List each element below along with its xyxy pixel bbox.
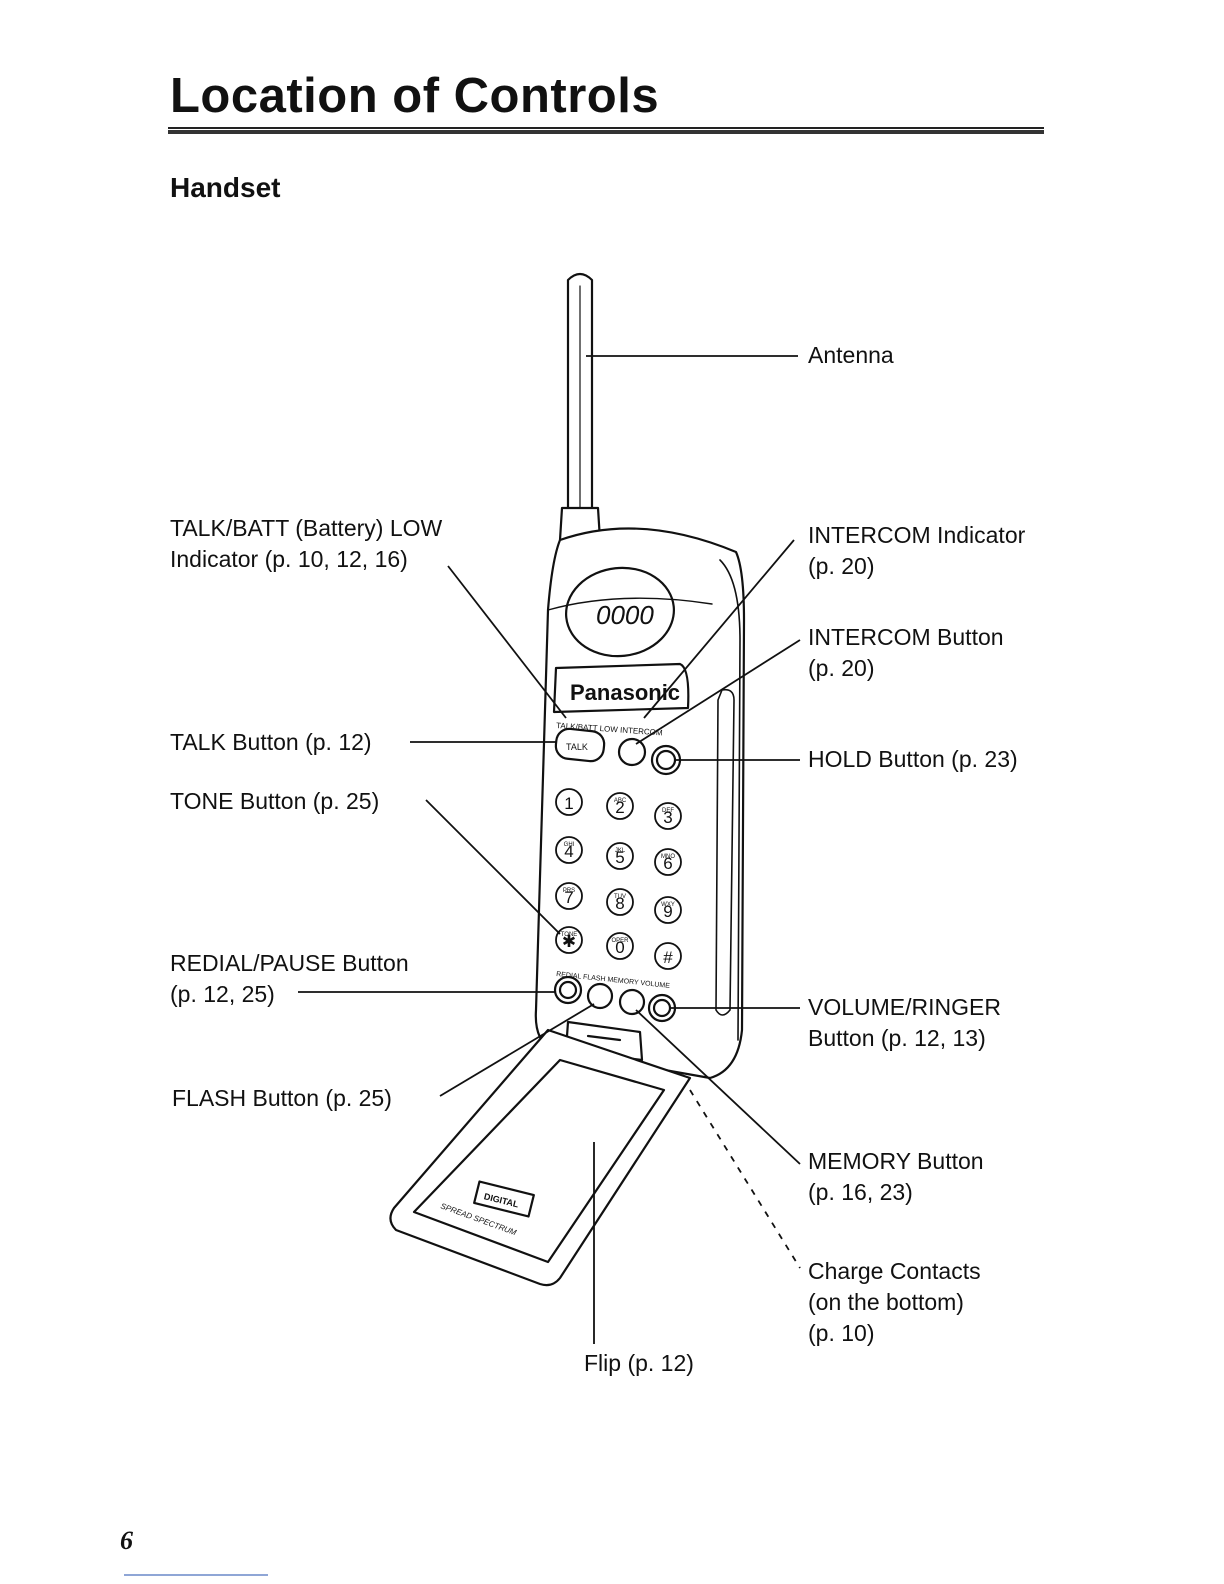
leader-talk-batt [447,565,567,719]
leader-flash-button [439,1003,595,1097]
callout-redial-pause-button: REDIAL/PAUSE Button (p. 12, 25) [170,948,409,1010]
keypad-key-9: 9 [663,902,672,921]
callout-line: VOLUME/RINGER [808,994,1001,1020]
callout-volume-ringer-button: VOLUME/RINGER Button (p. 12, 13) [808,992,1001,1054]
callout-antenna-label: Antenna [808,342,894,368]
callout-line: INTERCOM Indicator [808,522,1026,548]
leader-tone-button [425,799,561,935]
callout-tone-button: TONE Button (p. 25) [170,786,379,817]
keypad-key-letters-2: ABC [614,798,627,804]
keypad-key-letters-9: WXY [661,902,675,908]
title-rule [168,127,1044,134]
callout-charge-contacts: Charge Contacts (on the bottom) (p. 10) [808,1256,981,1349]
callout-line: (p. 16, 23) [808,1179,913,1205]
leader-charge-contacts [689,1089,801,1269]
callout-line: TALK Button (p. 12) [170,729,372,755]
keypad-key-letters-5: JKL [615,848,626,854]
keypad-key-10: ✱ [562,932,576,951]
callout-line: (p. 12, 25) [170,981,275,1007]
keypad-key-3: 3 [663,808,672,827]
footer-link-bar[interactable] [124,1574,268,1576]
keypad-key-11: 0 [615,938,624,957]
callout-line: FLASH Button (p. 25) [172,1085,392,1111]
keypad-key-7: 7 [564,888,573,907]
flip-cover-illustration: DIGITAL SPREAD SPECTRUM [389,1028,692,1287]
talk-key-label: TALK [566,742,588,752]
callout-flash-button: FLASH Button (p. 25) [172,1083,392,1114]
keypad-key-letters-3: DEF [662,808,674,814]
keypad-key-5: 5 [615,848,624,867]
callout-line: (p. 20) [808,553,875,579]
callout-line: INTERCOM Button [808,624,1004,650]
keypad-key-6: 6 [663,854,672,873]
brand-logo: Panasonic [570,680,680,705]
page-title: Location of Controls [170,69,660,123]
page-number: 6 [120,1526,133,1555]
keypad-key-12: # [663,948,673,967]
callout-line: TALK/BATT (Battery) LOW [170,515,443,541]
keypad-key-letters-4: GHI [564,842,575,848]
callout-line: Indicator (p. 10, 12, 16) [170,546,408,572]
section-heading-handset: Handset [170,172,281,203]
callout-intercom-button: INTERCOM Button (p. 20) [808,622,1004,684]
earpiece-text: 0000 [596,600,654,630]
handset-body-illustration: 0000 Panasonic TALK/BATT LOW INTERCOM TA… [534,527,746,1080]
callout-line: (p. 20) [808,655,875,681]
keypad-key-8: 8 [615,894,624,913]
callout-talk-button: TALK Button (p. 12) [170,727,372,758]
callout-intercom-indicator: INTERCOM Indicator (p. 20) [808,520,1025,582]
keypad-key-4: 4 [564,842,573,861]
callout-line: (on the bottom) [808,1289,964,1315]
keypad-key-letters-6: MNO [661,854,675,860]
callout-line: HOLD Button (p. 23) [808,746,1018,772]
callout-talk-batt-indicator: TALK/BATT (Battery) LOW Indicator (p. 10… [170,513,442,575]
keypad-key-2: 2 [615,798,624,817]
callout-antenna: Antenna [808,340,894,371]
keypad-key-letters-11: OPER [611,938,629,944]
callout-flip: Flip (p. 12) [584,1348,694,1379]
callout-line: (p. 10) [808,1320,875,1346]
callout-line: Flip (p. 12) [584,1350,694,1376]
callout-line: MEMORY Button [808,1148,984,1174]
callout-line: REDIAL/PAUSE Button [170,950,409,976]
keypad-key-letters-10: TONE [561,932,578,938]
keypad-key-letters-8: TUV [614,894,626,900]
callout-memory-button: MEMORY Button (p. 16, 23) [808,1146,984,1208]
leader-intercom-button [635,639,801,745]
keypad-key-1: 1 [564,794,573,813]
callout-line: Charge Contacts [808,1258,981,1284]
antenna-illustration [558,272,602,542]
callout-line: Button (p. 12, 13) [808,1025,986,1051]
leader-memory-button [635,1009,801,1165]
callout-hold-button: HOLD Button (p. 23) [808,744,1018,775]
leader-intercom-indicator [643,539,795,719]
keypad-key-letters-7: PRS [563,888,575,894]
callout-line: TONE Button (p. 25) [170,788,380,814]
